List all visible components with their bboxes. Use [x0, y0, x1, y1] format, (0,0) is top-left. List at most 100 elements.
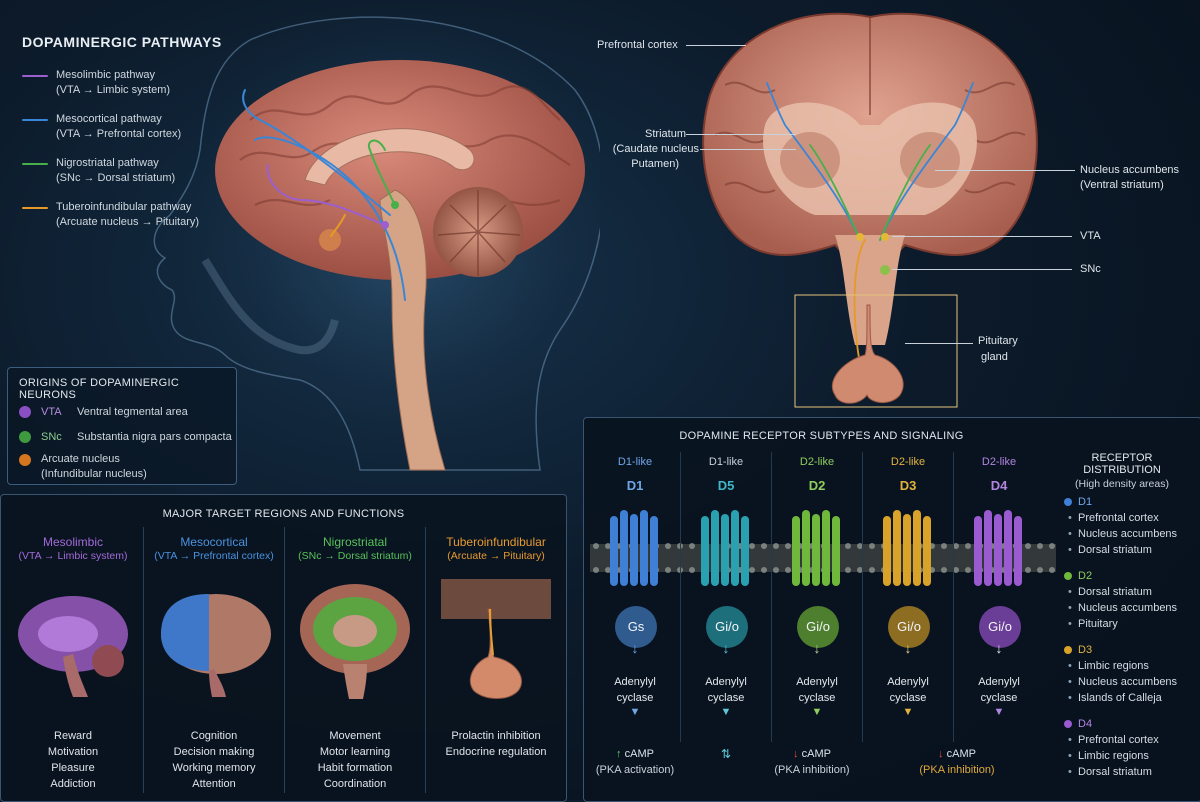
- target-route: (VTA → Prefrontal cortex): [154, 550, 274, 562]
- function-item: Addiction: [50, 778, 96, 790]
- effector-line: Adenylyl: [614, 676, 656, 688]
- function-item: Pleasure: [51, 762, 95, 774]
- mesolimbic-swatch: [22, 75, 48, 77]
- origin-abbr: VTA: [41, 406, 62, 418]
- distribution-item: Limbic regions: [1064, 658, 1177, 674]
- distribution-item: Dorsal striatum: [1064, 764, 1159, 780]
- receptor-name: D3: [899, 478, 917, 493]
- camp-label: cAMP: [946, 748, 976, 760]
- target-column-tuberoinfundibular: Tuberoinfundibular (Arcuate → Pituitary)…: [427, 525, 565, 795]
- snc-marker: [880, 265, 890, 275]
- effector: Adenylyl cyclase: [954, 674, 1044, 706]
- origins-box: ORIGINS OF DOPAMINERGIC NEURONS VTA Vent…: [7, 367, 237, 485]
- label-vta: VTA: [1080, 230, 1101, 242]
- nigrostriatal-path: [367, 139, 396, 206]
- legend-item-name: Mesolimbic pathway: [56, 69, 156, 81]
- distribution-name: D1: [1078, 496, 1093, 508]
- arrow-down-icon: ↓: [938, 748, 944, 760]
- receptor-class: D1-like: [708, 456, 744, 468]
- distribution-name: D2: [1078, 570, 1093, 582]
- distribution-item: Nucleus accumbens: [1064, 600, 1177, 616]
- mesolimbic-brain-thumbnail: [18, 596, 128, 697]
- pituitary-sagittal: [319, 229, 341, 251]
- corpus-callosum: [304, 128, 475, 186]
- down-arrow-icon: ▼: [993, 706, 1005, 718]
- distribution-title: RECEPTOR DISTRIBUTION: [1083, 452, 1161, 476]
- effector-line: Adenylyl: [887, 676, 929, 688]
- d1-receptor-helix: [610, 510, 658, 586]
- tuberoinfundibular-swatch: [22, 207, 48, 209]
- function-item: Movement: [329, 730, 381, 742]
- target-name: Nigrostriatal: [322, 535, 388, 549]
- arrow-up-icon: ↑: [616, 748, 622, 760]
- function-item: Endocrine regulation: [445, 746, 547, 758]
- down-arrow-icon: ▼: [902, 706, 914, 718]
- effector: Adenylyl cyclase: [681, 674, 771, 706]
- legend-item-name: Nigrostriatal pathway: [56, 157, 159, 169]
- effector: Adenylyl cyclase: [863, 674, 953, 706]
- g-protein: Gi/o: [979, 606, 1021, 648]
- legend-item-mesocortical: Mesocortical pathway (VTA → Prefrontal c…: [22, 112, 252, 142]
- legend-item-tuberoinfundibular: Tuberoinfundibular pathway (Arcuate nucl…: [22, 200, 252, 230]
- camp-output-d2: ↓ cAMP (PKA inhibition): [762, 746, 862, 778]
- effector-line: cyclase: [980, 692, 1018, 704]
- column-divider: [680, 452, 681, 742]
- down-arrow-icon: ▼: [811, 706, 823, 718]
- label-snc: SNc: [1080, 263, 1101, 275]
- down-arrow-icon: ↓: [904, 640, 912, 656]
- column-divider: [143, 527, 144, 793]
- pituitary-thumbnail: [441, 579, 551, 699]
- d5-receptor-helix: [701, 510, 749, 586]
- effector-line: cyclase: [616, 692, 654, 704]
- function-item: Reward: [54, 730, 92, 742]
- origin-desc: Ventral tegmental area: [77, 406, 188, 418]
- down-arrow-icon: ▼: [629, 706, 641, 718]
- nigrostriatal-swatch: [22, 163, 48, 165]
- distribution-item: Dorsal striatum: [1064, 542, 1177, 558]
- label-pituitary: Pituitary: [978, 335, 1018, 347]
- legend-item-desc: (SNc → Dorsal striatum): [56, 172, 176, 184]
- distribution-heading: D3: [1064, 642, 1177, 658]
- down-arrow-icon: ↓: [995, 640, 1003, 656]
- distribution-item: Nucleus accumbens: [1064, 674, 1177, 690]
- pointer-line: [700, 149, 796, 150]
- pointer-line: [686, 134, 796, 135]
- function-item: Prolactin inhibition: [451, 730, 541, 742]
- target-name: Tuberoinfundibular: [446, 535, 546, 549]
- receptor-distribution: RECEPTOR DISTRIBUTION (High density area…: [1058, 452, 1198, 780]
- vta-marker-right: [881, 233, 889, 241]
- distribution-heading: D4: [1064, 716, 1159, 732]
- camp-effect: (PKA inhibition): [919, 764, 995, 776]
- camp-effect: (PKA activation): [595, 764, 675, 776]
- origin-desc: Substantia nigra pars compacta: [77, 431, 232, 443]
- label-striatum: Striatum: [645, 128, 686, 140]
- target-route: (VTA → Limbic system): [18, 550, 128, 562]
- effector: Adenylyl cyclase: [590, 674, 680, 706]
- skull-jaw: [201, 257, 339, 355]
- distribution-item: Prefrontal cortex: [1064, 732, 1159, 748]
- mesocortical-swatch: [22, 119, 48, 121]
- camp-line: ↑ cAMP: [590, 746, 680, 762]
- target-functions: Prolactin inhibition Endocrine regulatio…: [427, 728, 565, 760]
- camp-label: cAMP: [624, 748, 654, 760]
- origin-desc: (Infundibular nucleus): [41, 468, 147, 480]
- g-protein: Gi/o: [888, 606, 930, 648]
- legend-item-desc: (VTA → Limbic system): [56, 84, 171, 96]
- distribution-heading: D2: [1064, 568, 1177, 584]
- legend-item-desc: (Arcuate nucleus → Pituitary): [56, 216, 200, 228]
- distribution-item: Dorsal striatum: [1064, 584, 1177, 600]
- receptor-panel: DOPAMINE RECEPTOR SUBTYPES AND SIGNALING…: [583, 417, 1200, 802]
- brainstem: [379, 189, 446, 471]
- receptor-name: D2: [808, 478, 826, 493]
- legend-item-name: Tuberoinfundibular pathway: [56, 201, 192, 213]
- pointer-line: [892, 236, 1072, 237]
- function-item: Working memory: [172, 762, 256, 774]
- target-route: (Arcuate → Pituitary): [447, 550, 545, 562]
- mesocortical-brain-thumbnail: [161, 594, 271, 697]
- sagittal-brain-illustration: [153, 16, 600, 471]
- effector-line: Adenylyl: [978, 676, 1020, 688]
- receptor-class: D2-like: [890, 456, 926, 468]
- origin-abbr: Arcuate nucleus: [41, 453, 120, 465]
- label-striatum-putamen: Putamen): [631, 158, 679, 170]
- coronal-brainstem: [835, 235, 905, 345]
